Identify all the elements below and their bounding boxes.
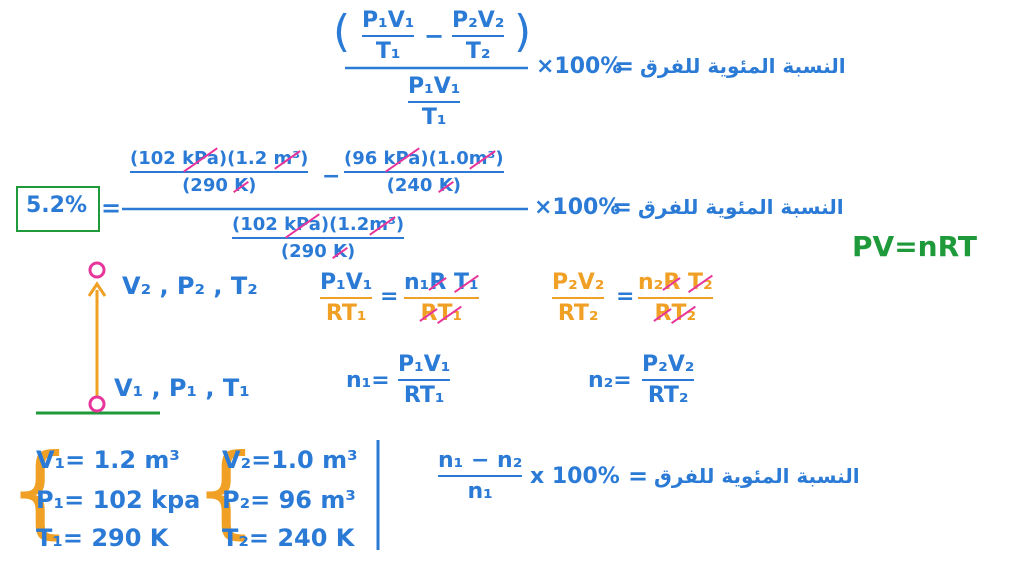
eqA-eq: = <box>380 284 399 309</box>
eqA-rhs: n₁R T₁ RT₁ <box>404 270 479 326</box>
given1-brace: { <box>8 432 72 549</box>
row1-frac2: P₂V₂ T₂ <box>452 8 505 64</box>
row2-n1e: ) <box>300 148 309 169</box>
row1-den-num: P₁V₁ <box>408 74 461 99</box>
row1-close-paren: ) <box>514 6 532 57</box>
row2-minus: − <box>322 164 341 189</box>
row2-d1a: (290 <box>182 175 235 196</box>
nfrac: n₁ − n₂ n₁ <box>438 448 523 504</box>
eqA-T1: T₁ <box>453 270 479 295</box>
given1-v: V₁= 1.2 m³ <box>36 446 180 474</box>
given2-t: T₂= 240 K <box>222 524 355 552</box>
row2-n2a: (96 <box>344 148 384 169</box>
state2-point <box>88 261 106 279</box>
eqB-rhs: n₂R T₂ RT₂ <box>638 270 713 326</box>
row1-open-paren: ( <box>333 6 351 57</box>
row2-n1-m3: m³ <box>273 148 301 169</box>
row2-eq: = <box>612 193 633 221</box>
given2-v: V₂=1.0 m³ <box>222 446 358 474</box>
given2-brace: { <box>194 432 258 549</box>
eqA-R: R <box>429 270 447 295</box>
row2-dd-a: (290 <box>280 241 333 262</box>
row2-dd-b: ) <box>346 241 356 262</box>
eqB-T2: T₂ <box>687 270 713 295</box>
row2-eq-left: = <box>101 194 122 222</box>
eqA-den-R: R <box>420 301 438 326</box>
eqB-R: R <box>663 270 681 295</box>
row2-frac2: (96 kPa)(1.0m³) (240 K) <box>344 148 504 196</box>
row2-d2a: (240 <box>386 175 439 196</box>
row1-eq: = <box>614 52 635 80</box>
row2-d2b: ) <box>452 175 461 196</box>
row2-dn-b: )(1.2 <box>320 214 370 235</box>
row1-frac1-den: T₁ <box>375 39 401 64</box>
eqB-n2: n₂ <box>638 270 664 295</box>
result-value: 5.2% <box>26 193 88 218</box>
n2-den: RT₂ <box>647 383 689 408</box>
eqB-lhs: P₂V₂ RT₂ <box>552 270 605 326</box>
row1-frac1-num: P₁V₁ <box>362 8 415 33</box>
row3-times100: x 100% <box>530 464 620 489</box>
eqA-n1: n₁ <box>404 270 430 295</box>
n1-lhs: n₁= <box>346 368 390 393</box>
n2-lhs: n₂= <box>588 368 632 393</box>
row2-d1-unit: K <box>234 175 249 196</box>
n1-frac: P₁V₁ RT₁ <box>398 352 451 408</box>
eqB-lhs-den: RT₂ <box>557 301 599 326</box>
n1-den: RT₁ <box>403 383 445 408</box>
row1-den-frac: P₁V₁ T₁ <box>408 74 461 130</box>
result-box <box>16 186 100 232</box>
row2-n1a: (102 <box>130 148 183 169</box>
row1-times100: ×100% <box>536 54 623 79</box>
row2-den-frac: (102 kPa)(1.2m³) (290 K) <box>232 214 405 262</box>
row2-dd-unit: K <box>333 241 347 262</box>
eqA-lhs-num: P₁V₁ <box>320 270 373 295</box>
given2-p: P₂= 96 m³ <box>222 486 356 514</box>
n2-frac: P₂V₂ RT₂ <box>642 352 695 408</box>
row2-n1-unit: kPa <box>182 148 219 169</box>
row2-d2-unit: K <box>438 175 453 196</box>
given1-p: P₁= 102 kpa <box>36 486 201 514</box>
row2-frac1: (102 kPa)(1.2 m³) (290 K) <box>130 148 309 196</box>
row2-dn-a: (102 <box>232 214 285 235</box>
row2-times100: ×100% <box>534 195 621 220</box>
eqB-lhs-num: P₂V₂ <box>552 270 605 295</box>
arrow-head <box>87 281 107 297</box>
row3-percent-label: النسبة المئوية للفرق <box>654 464 860 488</box>
row2-percent-label: النسبة المئوية للفرق <box>638 195 844 219</box>
given1-t: T₁= 290 K <box>36 524 169 552</box>
ideal-gas-law: PV=nRT <box>852 230 977 263</box>
row2-n1b: )(1.2 <box>218 148 274 169</box>
n2-num: P₂V₂ <box>642 352 695 377</box>
nfrac-num: n₁ − n₂ <box>438 448 523 473</box>
row1-frac2-den: T₂ <box>465 39 491 64</box>
row1-frac1: P₁V₁ T₁ <box>362 8 415 64</box>
eqB-eq: = <box>616 284 635 309</box>
row2-n2e: ) <box>495 148 504 169</box>
state2-label: V₂ , P₂ , T₂ <box>122 272 258 300</box>
row1-den-den: T₁ <box>421 105 447 130</box>
row2-n2-m3: m³ <box>468 148 496 169</box>
nfrac-den: n₁ <box>467 479 493 504</box>
row2-n2-unit: kPa <box>383 148 421 169</box>
eqB-den-R: R <box>654 301 672 326</box>
eqA-den-T1: T₁ <box>437 301 463 326</box>
eqA-lhs: P₁V₁ RT₁ <box>320 270 373 326</box>
state1-point <box>88 395 106 413</box>
eqB-den-T2: T₂ <box>671 301 697 326</box>
eqA-lhs-den: RT₁ <box>325 301 367 326</box>
n1-num: P₁V₁ <box>398 352 451 377</box>
row1-percent-label: النسبة المئوية للفرق <box>640 54 846 78</box>
row1-frac2-num: P₂V₂ <box>452 8 505 33</box>
state1-label: V₁ , P₁ , T₁ <box>114 374 250 402</box>
row1-minus: − <box>424 22 445 50</box>
row2-dn-m3: m³ <box>369 214 396 235</box>
row2-n2b: )(1.0 <box>420 148 469 169</box>
row2-dn-e: ) <box>395 214 405 235</box>
row3-eq: = <box>628 462 649 490</box>
row2-dn-unit: kPa <box>284 214 321 235</box>
row2-d1b: ) <box>248 175 257 196</box>
